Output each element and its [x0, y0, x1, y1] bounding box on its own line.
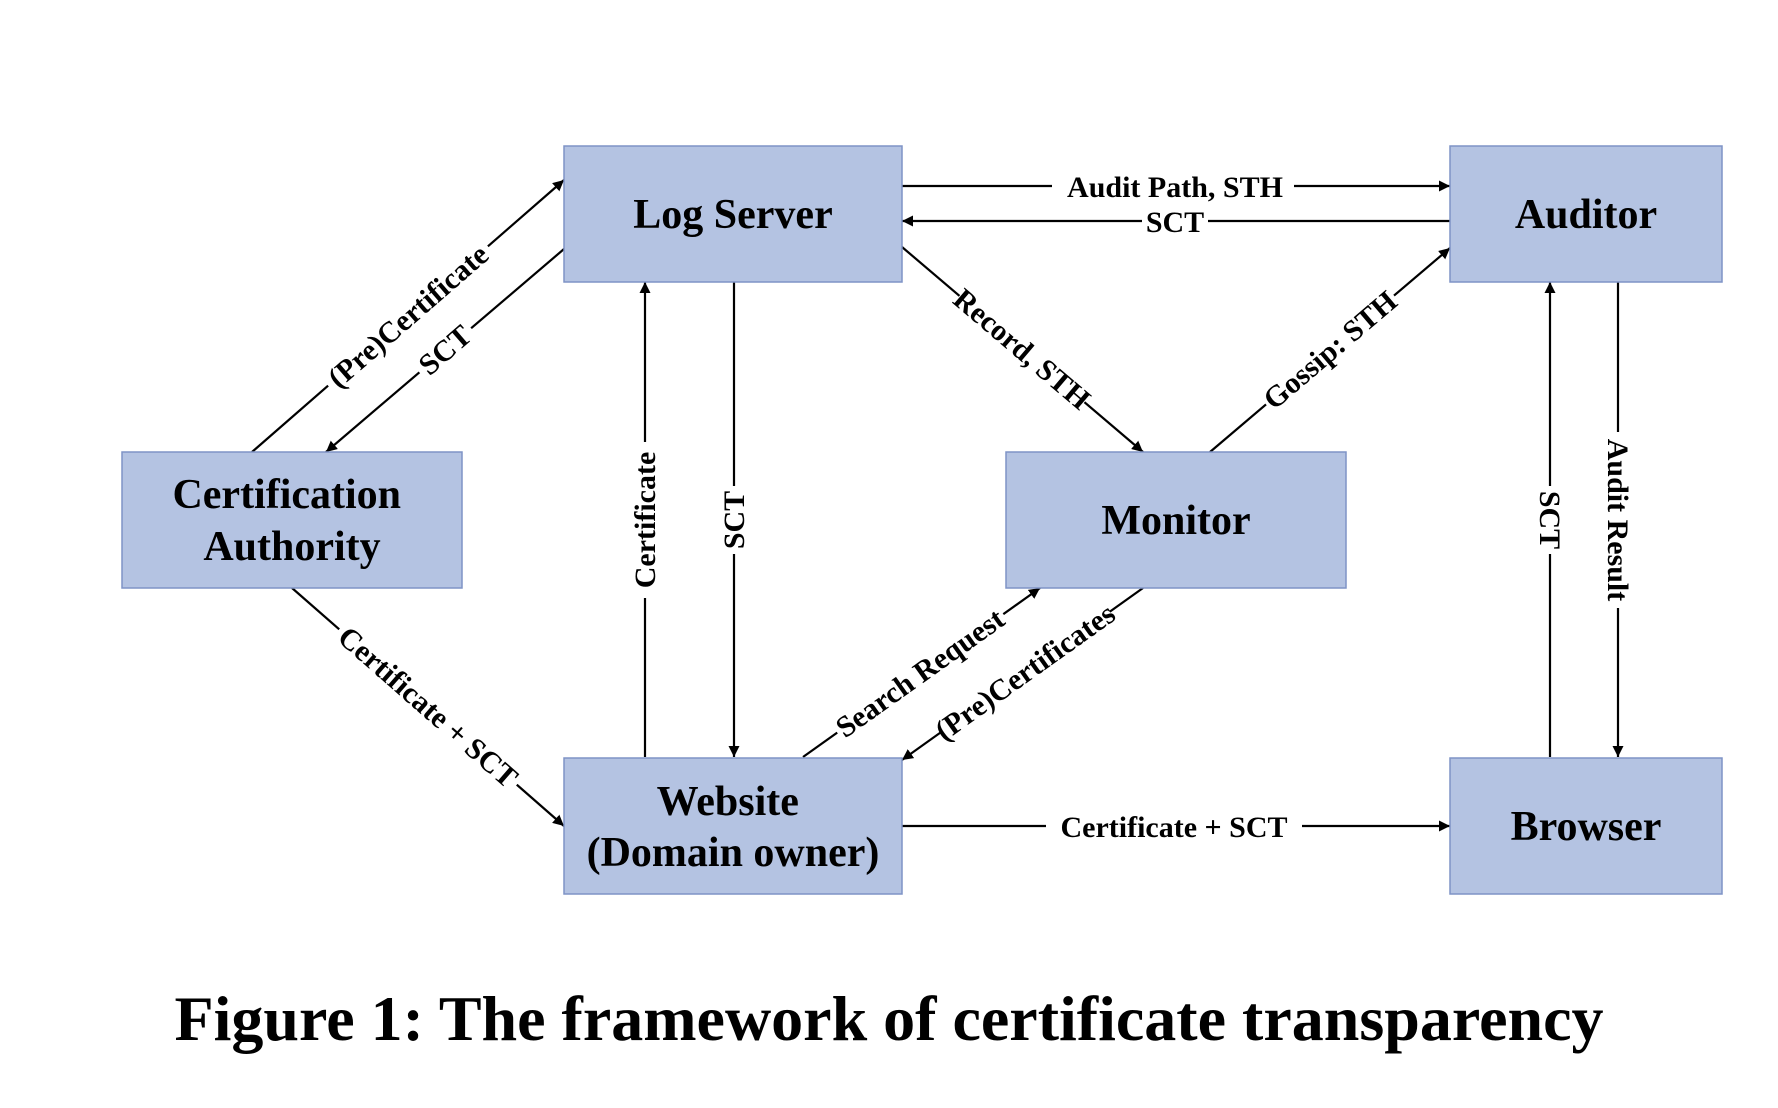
- node-label-browser: Browser: [1511, 804, 1662, 850]
- edge-certificate-sct-website-to-browser: Certificate + SCT: [902, 808, 1450, 844]
- edge-pre-certificate-ca-to-log: (Pre)Certificate: [251, 179, 565, 453]
- edge-sct-log-to-website: SCT: [716, 282, 751, 757]
- node-label-auditor: Auditor: [1515, 192, 1657, 238]
- edge-certificate-sct-ca-to-website: Certificate + SCT: [291, 587, 565, 827]
- edge-label-search-request: Search Request: [830, 602, 1011, 744]
- edge-audit-path-sth: Audit Path, STH: [902, 168, 1450, 204]
- edge-label-pre-certificate-ca-to-log: (Pre)Certificate: [322, 238, 495, 395]
- svg-text:Log Server: Log Server: [633, 192, 832, 238]
- edge-label-record-sth: Record, STH: [947, 282, 1097, 416]
- svg-text:Certification Authorit: Certification Authority: [172, 472, 411, 570]
- edge-label-sct-auditor-to-log: SCT: [1146, 206, 1204, 239]
- node-label-website-line-2: (Domain owner): [587, 830, 880, 876]
- edge-label-certificate-website-to-log: Certificate: [629, 452, 662, 589]
- edge-label-audit-result: Audit Result: [1601, 439, 1634, 602]
- node-browser: Browser: [1449, 757, 1723, 895]
- node-log-server: Log Server: [563, 145, 903, 283]
- node-label-log-server: Log Server: [633, 192, 832, 238]
- edge-label-gossip-sth: Gossip: STH: [1257, 285, 1403, 417]
- node-monitor: Monitor: [1005, 451, 1347, 589]
- edge-audit-result: Audit Result: [1601, 282, 1636, 757]
- edge-label-sct-log-to-website: SCT: [718, 491, 751, 549]
- svg-text:Browser: Browser: [1511, 804, 1662, 850]
- svg-text:Auditor: Auditor: [1515, 192, 1657, 238]
- edge-label-certificate-sct-ca-to-website: Certificate + SCT: [331, 620, 524, 794]
- svg-text:Website (Domain owner): Website (Domain owner): [587, 779, 880, 876]
- figure-caption: Figure 1: The framework of certificate t…: [174, 983, 1604, 1054]
- edge-label-sct-browser-to-auditor: SCT: [1533, 491, 1566, 549]
- edges-layer: Audit Path, STH SCT (Pre)Certificate SCT: [251, 168, 1636, 844]
- edge-label-certificate-sct-website-to-browser: Certificate + SCT: [1060, 811, 1287, 844]
- edge-record-sth: Record, STH: [901, 246, 1144, 453]
- node-label-monitor: Monitor: [1101, 498, 1250, 544]
- node-auditor: Auditor: [1449, 145, 1723, 283]
- edge-sct-browser-to-auditor: SCT: [1533, 282, 1568, 757]
- svg-text:Monitor: Monitor: [1101, 498, 1250, 544]
- edge-gossip-sth: Gossip: STH: [1198, 247, 1451, 464]
- edge-label-audit-path-sth: Audit Path, STH: [1067, 171, 1283, 204]
- node-label-website-line-1: Website: [657, 779, 799, 825]
- node-label-certification-authority-line-1: Certification: [172, 472, 401, 518]
- edge-sct-auditor-to-log: SCT: [902, 204, 1450, 239]
- node-certification-authority: Certification Authority: [121, 451, 463, 589]
- edge-certificate-website-to-log: Certificate: [627, 282, 662, 757]
- nodes-layer: Log Server Auditor Certification Authori…: [121, 145, 1723, 895]
- node-website: Website (Domain owner): [563, 757, 903, 895]
- node-label-certification-authority-line-2: Authority: [203, 524, 380, 570]
- edge-label-pre-certificates-monitor-to-website: (Pre)Certificates: [929, 597, 1121, 747]
